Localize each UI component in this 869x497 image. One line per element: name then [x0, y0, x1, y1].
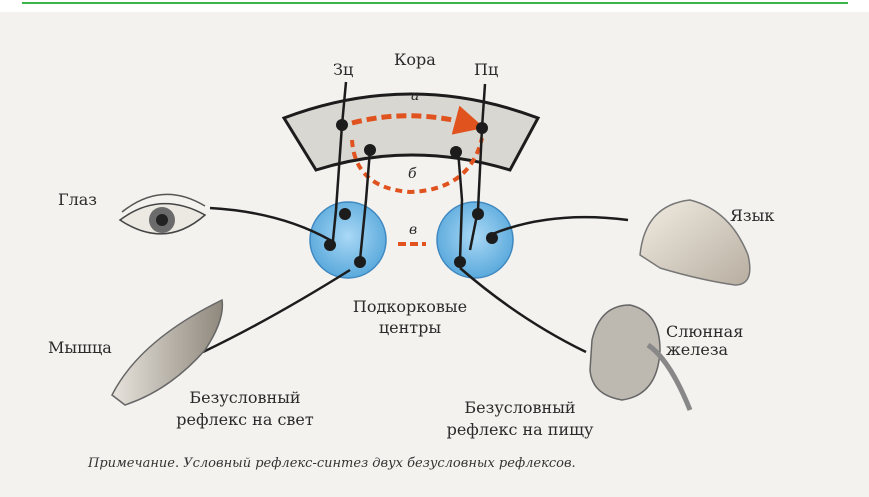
label-eye: Глаз [58, 190, 98, 209]
right-neuron-bodies [450, 122, 498, 268]
top-accent-line [22, 2, 848, 4]
label-reflex-light-line1: Безусловный [189, 388, 301, 407]
label-gland-line2: железа [666, 340, 729, 359]
label-subcortical-line2: центры [378, 318, 442, 337]
label-path-b: б [408, 166, 417, 182]
label-cortex: Кора [394, 50, 436, 69]
left-neurons [202, 81, 372, 354]
left-subcortical-center [309, 201, 387, 279]
label-tongue: Язык [730, 206, 775, 225]
right-neurons [456, 83, 629, 354]
cortex-band [281, 92, 541, 172]
label-path-v: в [409, 222, 418, 238]
path-b-arc [350, 137, 484, 195]
label-pc: Пц [474, 60, 499, 79]
muscle-icon [111, 298, 224, 406]
label-gland-line1: Слюнная [666, 322, 744, 341]
left-neuron-bodies [324, 119, 376, 268]
tongue-icon [639, 199, 751, 286]
label-subcortical-line1: Подкорковые [352, 297, 468, 316]
label-zc: Зц [333, 60, 354, 79]
label-reflex-light-line2: рефлекс на свет [176, 410, 314, 429]
label-reflex-food-line1: Безусловный [464, 398, 576, 417]
label-muscle: Мышца [48, 338, 112, 357]
salivary-gland-icon [589, 304, 693, 411]
path-a-arrow [351, 105, 485, 135]
label-path-a: а [411, 88, 420, 104]
label-reflex-food-line2: рефлекс на пищу [446, 420, 594, 439]
figure-note: Примечание. Условный рефлекс-синтез двух… [88, 456, 576, 471]
eye-icon [118, 193, 207, 235]
